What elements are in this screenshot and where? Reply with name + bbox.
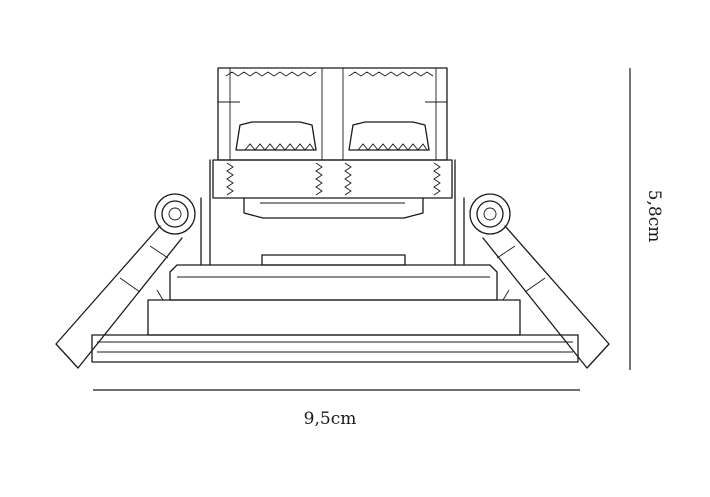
left-spring-clip (55, 193, 196, 369)
height-dimension-label: 5,8cm (644, 190, 664, 243)
lower-body (147, 159, 521, 336)
middle-body (212, 159, 453, 219)
front-trim (91, 334, 579, 363)
upper-housing (217, 67, 448, 161)
right-spring-clip (469, 193, 610, 369)
width-dimension-label: 9,5cm (304, 409, 357, 429)
